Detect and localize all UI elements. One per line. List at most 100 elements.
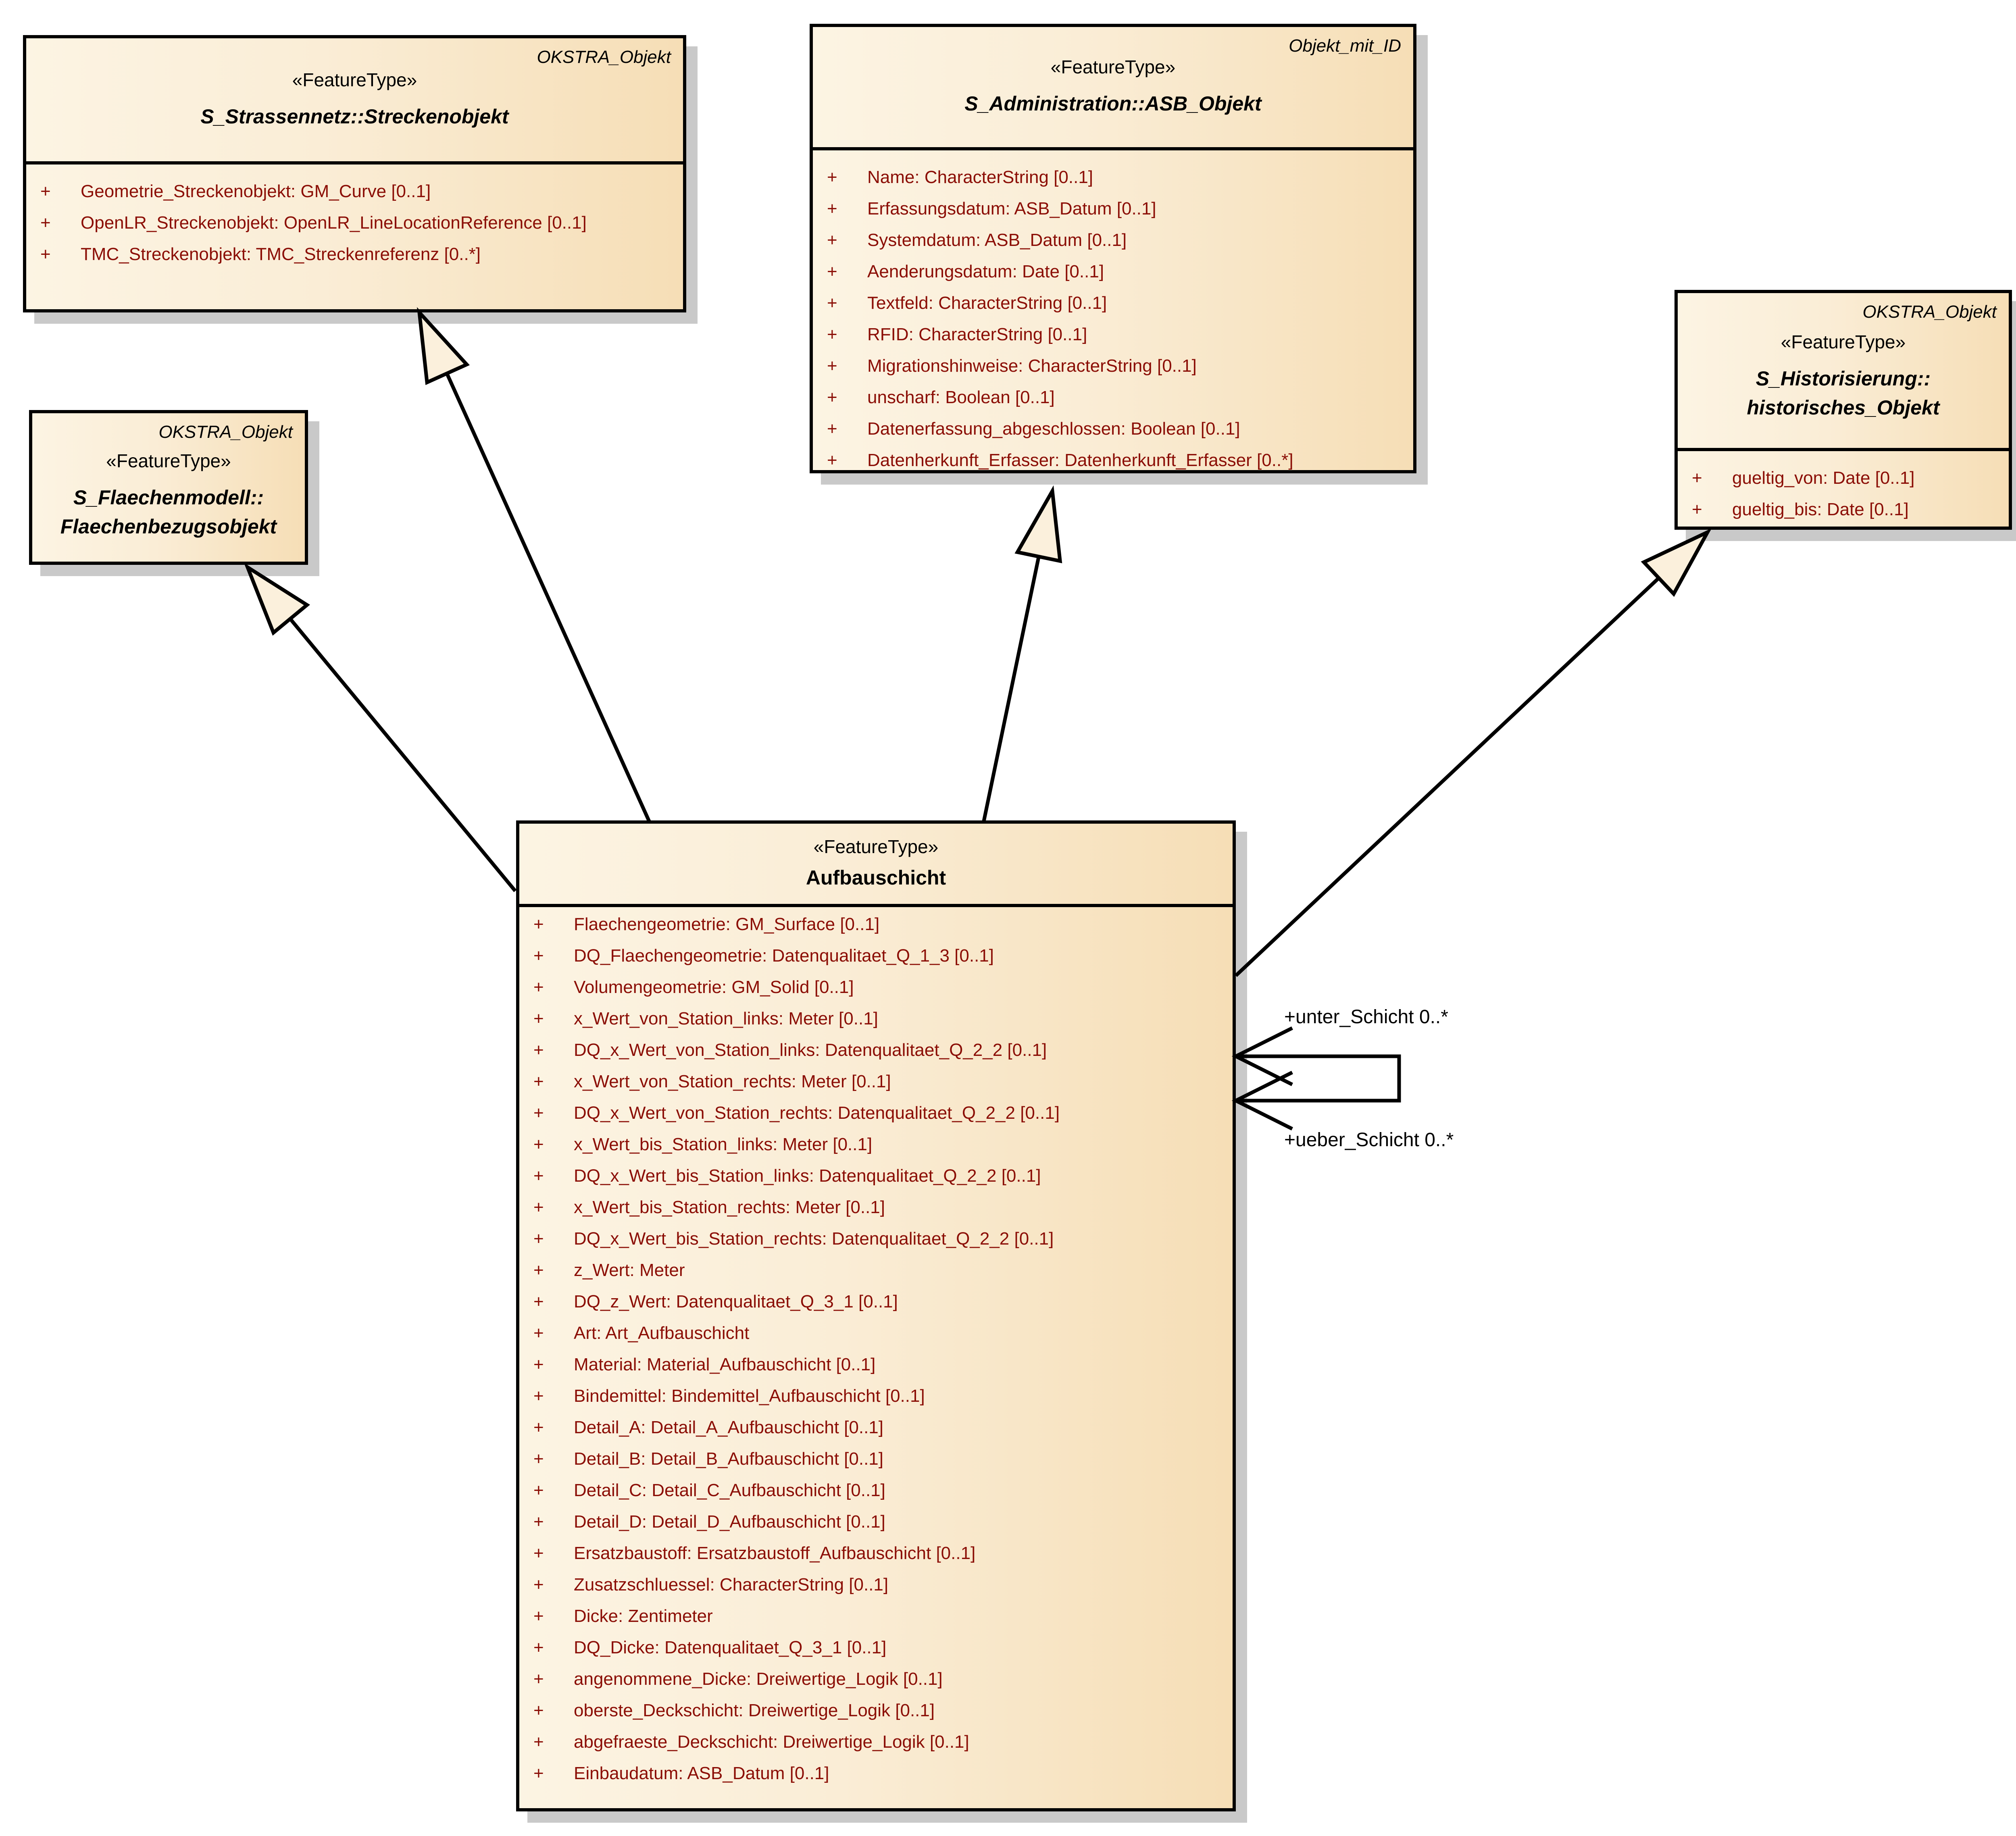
- attribute-row: + DQ_x_Wert_von_Station_rechts: Datenqua…: [519, 1097, 1233, 1129]
- class-name: Aufbauschicht: [806, 866, 946, 889]
- attribute-text: x_Wert_bis_Station_links: Meter [0..1]: [574, 1134, 873, 1154]
- visibility-plus: +: [1692, 500, 1702, 519]
- attribute-row: + Migrationshinweise: CharacterString [0…: [813, 350, 1413, 382]
- attribute-text: Volumengeometrie: GM_Solid [0..1]: [574, 977, 854, 997]
- visibility-plus: +: [827, 387, 837, 407]
- attribute-text: Ersatzbaustoff: Ersatzbaustoff_Aufbausch…: [574, 1543, 976, 1563]
- class-streckenobjekt: OKSTRA_Objekt «FeatureType» S_Strassenne…: [23, 35, 686, 312]
- parent-type-label: OKSTRA_Objekt: [1862, 302, 1997, 322]
- visibility-plus: +: [533, 1701, 544, 1720]
- visibility-plus: +: [533, 1197, 544, 1217]
- visibility-plus: +: [533, 1543, 544, 1563]
- visibility-plus: +: [533, 1229, 544, 1249]
- visibility-plus: +: [533, 946, 544, 966]
- attribute-text: Systemdatum: ASB_Datum [0..1]: [867, 230, 1127, 250]
- attribute-row: + Material: Material_Aufbauschicht [0..1…: [519, 1349, 1233, 1380]
- visibility-plus: +: [533, 1575, 544, 1595]
- attribute-text: DQ_x_Wert_bis_Station_links: Datenqualit…: [574, 1166, 1041, 1186]
- generalization-streckenobjekt: [417, 307, 651, 822]
- visibility-plus: +: [533, 1418, 544, 1437]
- visibility-plus: +: [827, 167, 837, 187]
- attribute-text: gueltig_von: Date [0..1]: [1732, 468, 1915, 488]
- attribute-text: Geometrie_Streckenobjekt: GM_Curve [0..1…: [81, 181, 431, 201]
- visibility-plus: +: [533, 914, 544, 934]
- visibility-plus: +: [533, 1386, 544, 1406]
- attribute-row: + x_Wert_bis_Station_links: Meter [0..1]: [519, 1129, 1233, 1160]
- attribute-text: DQ_x_Wert_von_Station_links: Datenqualit…: [574, 1040, 1047, 1060]
- attribute-row: + gueltig_von: Date [0..1]: [1678, 462, 2009, 494]
- attribute-text: Migrationshinweise: CharacterString [0..…: [867, 356, 1197, 376]
- attribute-row: + Datenherkunft_Erfasser: Datenherkunft_…: [813, 445, 1413, 476]
- attribute-row: + Textfeld: CharacterString [0..1]: [813, 287, 1413, 319]
- class-flaechenbezugsobjekt: OKSTRA_Objekt «FeatureType» S_Flaechenmo…: [29, 410, 308, 565]
- attribute-text: RFID: CharacterString [0..1]: [867, 325, 1087, 344]
- visibility-plus: +: [533, 1072, 544, 1091]
- parent-type-label: Objekt_mit_ID: [1289, 36, 1401, 56]
- attribute-text: Art: Art_Aufbauschicht: [574, 1323, 750, 1343]
- attribute-text: angenommene_Dicke: Dreiwertige_Logik [0.…: [574, 1669, 943, 1689]
- attribute-row: + DQ_x_Wert_von_Station_links: Datenqual…: [519, 1035, 1233, 1066]
- visibility-plus: +: [533, 1480, 544, 1500]
- attribute-text: Datenherkunft_Erfasser: Datenherkunft_Er…: [867, 450, 1293, 470]
- class-aufbauschicht: «FeatureType» Aufbauschicht + Flaechenge…: [516, 820, 1236, 1811]
- attribute-text: gueltig_bis: Date [0..1]: [1732, 500, 1909, 519]
- attribute-row: + Detail_A: Detail_A_Aufbauschicht [0..1…: [519, 1412, 1233, 1443]
- attribute-text: DQ_x_Wert_bis_Station_rechts: Datenquali…: [574, 1229, 1054, 1249]
- class-name: S_Strassennetz::Streckenobjekt: [200, 105, 509, 128]
- attribute-text: Material: Material_Aufbauschicht [0..1]: [574, 1355, 876, 1374]
- attribute-row: + DQ_Dicke: Datenqualitaet_Q_3_1 [0..1]: [519, 1632, 1233, 1663]
- visibility-plus: +: [827, 199, 837, 219]
- attribute-text: Detail_A: Detail_A_Aufbauschicht [0..1]: [574, 1418, 884, 1437]
- generalization-historisches-objekt: [1234, 528, 1712, 977]
- attribute-row: + Detail_C: Detail_C_Aufbauschicht [0..1…: [519, 1475, 1233, 1506]
- attribute-row: + Ersatzbaustoff: Ersatzbaustoff_Aufbaus…: [519, 1538, 1233, 1569]
- attribute-text: DQ_x_Wert_von_Station_rechts: Datenquali…: [574, 1103, 1060, 1123]
- generalization-asb-objekt: [982, 485, 1062, 822]
- attribute-text: unscharf: Boolean [0..1]: [867, 387, 1055, 407]
- attribute-text: Detail_B: Detail_B_Aufbauschicht [0..1]: [574, 1449, 884, 1469]
- attribute-row: + Einbaudatum: ASB_Datum [0..1]: [519, 1758, 1233, 1789]
- self-association-loop: [1236, 1054, 1401, 1103]
- attribute-row: + Systemdatum: ASB_Datum [0..1]: [813, 225, 1413, 256]
- visibility-plus: +: [533, 1040, 544, 1060]
- visibility-plus: +: [827, 325, 837, 344]
- attribute-list: + Geometrie_Streckenobjekt: GM_Curve [0.…: [26, 164, 683, 270]
- attribute-text: DQ_Flaechengeometrie: Datenqualitaet_Q_1…: [574, 946, 994, 966]
- attribute-text: Dicke: Zentimeter: [574, 1606, 713, 1626]
- attribute-list: + Flaechengeometrie: GM_Surface [0..1] +…: [519, 907, 1233, 1789]
- visibility-plus: +: [533, 1323, 544, 1343]
- stereotype-label: «FeatureType»: [292, 69, 417, 90]
- class-name: S_Flaechenmodell::Flaechenbezugsobjekt: [60, 486, 277, 538]
- visibility-plus: +: [827, 356, 837, 376]
- attribute-text: x_Wert_bis_Station_rechts: Meter [0..1]: [574, 1197, 885, 1217]
- attribute-text: OpenLR_Streckenobjekt: OpenLR_LineLocati…: [81, 213, 587, 233]
- visibility-plus: +: [827, 450, 837, 470]
- stereotype-label: «FeatureType»: [813, 836, 939, 857]
- visibility-plus: +: [533, 1260, 544, 1280]
- open-arrowhead-icons: [1231, 1026, 1293, 1131]
- attribute-row: + Flaechengeometrie: GM_Surface [0..1]: [519, 909, 1233, 940]
- class-asb-objekt: Objekt_mit_ID «FeatureType» S_Administra…: [810, 24, 1416, 473]
- parent-type-label: OKSTRA_Objekt: [537, 47, 671, 67]
- attribute-row: + Erfassungsdatum: ASB_Datum [0..1]: [813, 193, 1413, 225]
- attribute-text: z_Wert: Meter: [574, 1260, 685, 1280]
- attribute-row: + gueltig_bis: Date [0..1]: [1678, 494, 2009, 525]
- visibility-plus: +: [533, 1638, 544, 1657]
- attribute-row: + unscharf: Boolean [0..1]: [813, 382, 1413, 413]
- visibility-plus: +: [533, 1669, 544, 1689]
- visibility-plus: +: [40, 244, 51, 264]
- visibility-plus: +: [533, 1292, 544, 1311]
- attribute-row: + TMC_Streckenobjekt: TMC_Streckenrefere…: [26, 239, 683, 270]
- stereotype-label: «FeatureType»: [1781, 331, 1906, 352]
- attribute-row: + DQ_x_Wert_bis_Station_rechts: Datenqua…: [519, 1223, 1233, 1255]
- visibility-plus: +: [827, 230, 837, 250]
- class-name: S_Administration::ASB_Objekt: [964, 92, 1262, 115]
- role-label-unter-schicht: +unter_Schicht 0..*: [1284, 1006, 1448, 1028]
- attribute-text: Datenerfassung_abgeschlossen: Boolean [0…: [867, 419, 1240, 439]
- attribute-row: + RFID: CharacterString [0..1]: [813, 319, 1413, 350]
- attribute-row: + Name: CharacterString [0..1]: [813, 162, 1413, 193]
- attribute-row: + x_Wert_von_Station_rechts: Meter [0..1…: [519, 1066, 1233, 1097]
- visibility-plus: +: [827, 419, 837, 439]
- attribute-row: + Zusatzschluessel: CharacterString [0..…: [519, 1569, 1233, 1601]
- attribute-row: + Bindemittel: Bindemittel_Aufbauschicht…: [519, 1380, 1233, 1412]
